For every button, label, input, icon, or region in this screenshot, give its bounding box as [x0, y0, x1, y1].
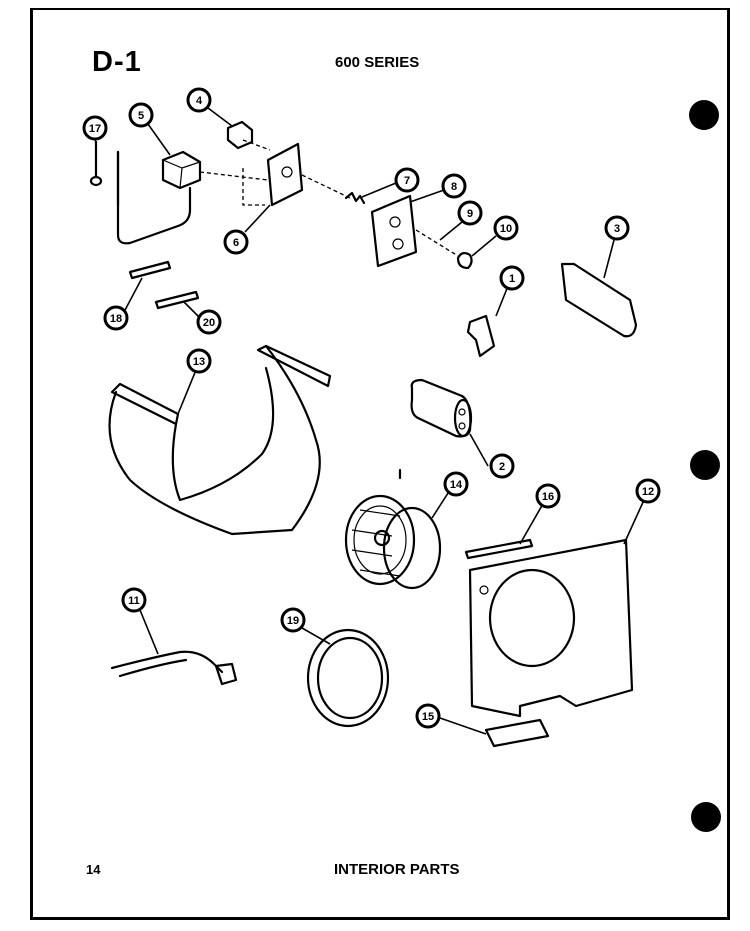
svg-text:18: 18 [110, 313, 122, 325]
svg-text:1: 1 [509, 273, 515, 285]
section-title: INTERIOR PARTS [334, 861, 460, 878]
callout-5: 5 [128, 102, 154, 128]
part-14-blower-wheel [344, 468, 442, 590]
svg-text:11: 11 [128, 595, 140, 607]
part-19-orifice-ring [306, 628, 390, 728]
callout-12: 12 [635, 478, 661, 504]
svg-text:17: 17 [89, 123, 101, 135]
part-16-strip [464, 538, 534, 560]
svg-text:12: 12 [642, 486, 654, 498]
part-12-scroll-plate [468, 538, 634, 718]
part-2-capacitor [410, 378, 473, 438]
callout-17: 17 [82, 115, 108, 141]
callout-4: 4 [186, 87, 212, 113]
svg-text:4: 4 [196, 95, 203, 107]
svg-text:8: 8 [451, 181, 457, 193]
svg-text:3: 3 [614, 223, 620, 235]
callout-8: 8 [441, 173, 467, 199]
svg-text:15: 15 [422, 711, 434, 723]
callout-10: 10 [493, 215, 519, 241]
part-5-thermostat [116, 150, 202, 245]
binder-hole-top [689, 100, 719, 130]
part-1-bracket [466, 314, 496, 358]
part-8-switch-plate [370, 194, 459, 268]
callout-16: 16 [535, 483, 561, 509]
callout-9: 9 [457, 200, 483, 226]
page-border [30, 8, 730, 920]
diagram-code: D-1 [92, 46, 142, 78]
callout-3: 3 [604, 215, 630, 241]
callout-6: 6 [223, 229, 249, 255]
binder-hole-bottom [691, 802, 721, 832]
svg-text:10: 10 [500, 223, 512, 235]
callout-11: 11 [121, 587, 147, 613]
callout-18: 18 [103, 305, 129, 331]
series-title: 600 SERIES [335, 54, 420, 71]
callout-1: 1 [499, 265, 525, 291]
part-18-tube [128, 260, 172, 280]
part-4-switch [226, 120, 254, 150]
callout-15: 15 [415, 703, 441, 729]
callout-19: 19 [280, 607, 306, 633]
svg-text:20: 20 [203, 317, 215, 329]
svg-text:16: 16 [542, 491, 554, 503]
svg-text:5: 5 [138, 110, 144, 122]
callout-13: 13 [186, 348, 212, 374]
part-17-screw [89, 140, 103, 187]
svg-text:19: 19 [287, 615, 299, 627]
svg-text:7: 7 [404, 175, 410, 187]
svg-text:6: 6 [233, 237, 239, 249]
callout-14: 14 [443, 471, 469, 497]
part-20-tube [154, 290, 200, 310]
page-number: 14 [86, 862, 101, 877]
part-13-blower-housing [108, 344, 332, 536]
callout-2: 2 [489, 453, 515, 479]
part-10-knob [456, 251, 473, 270]
part-6-mounting-plate [199, 139, 351, 207]
svg-text:13: 13 [193, 356, 205, 368]
binder-hole-middle [690, 450, 720, 480]
part-3-cover-panel [560, 262, 638, 338]
part-11-wire-harness [110, 650, 238, 686]
svg-text:14: 14 [450, 479, 463, 491]
callout-7: 7 [394, 167, 420, 193]
part-15-strip [484, 718, 550, 748]
svg-text:9: 9 [467, 208, 473, 220]
callout-20: 20 [196, 309, 222, 335]
part-7-spring [344, 191, 366, 205]
callout-leaders [94, 107, 645, 735]
svg-text:2: 2 [499, 461, 505, 473]
